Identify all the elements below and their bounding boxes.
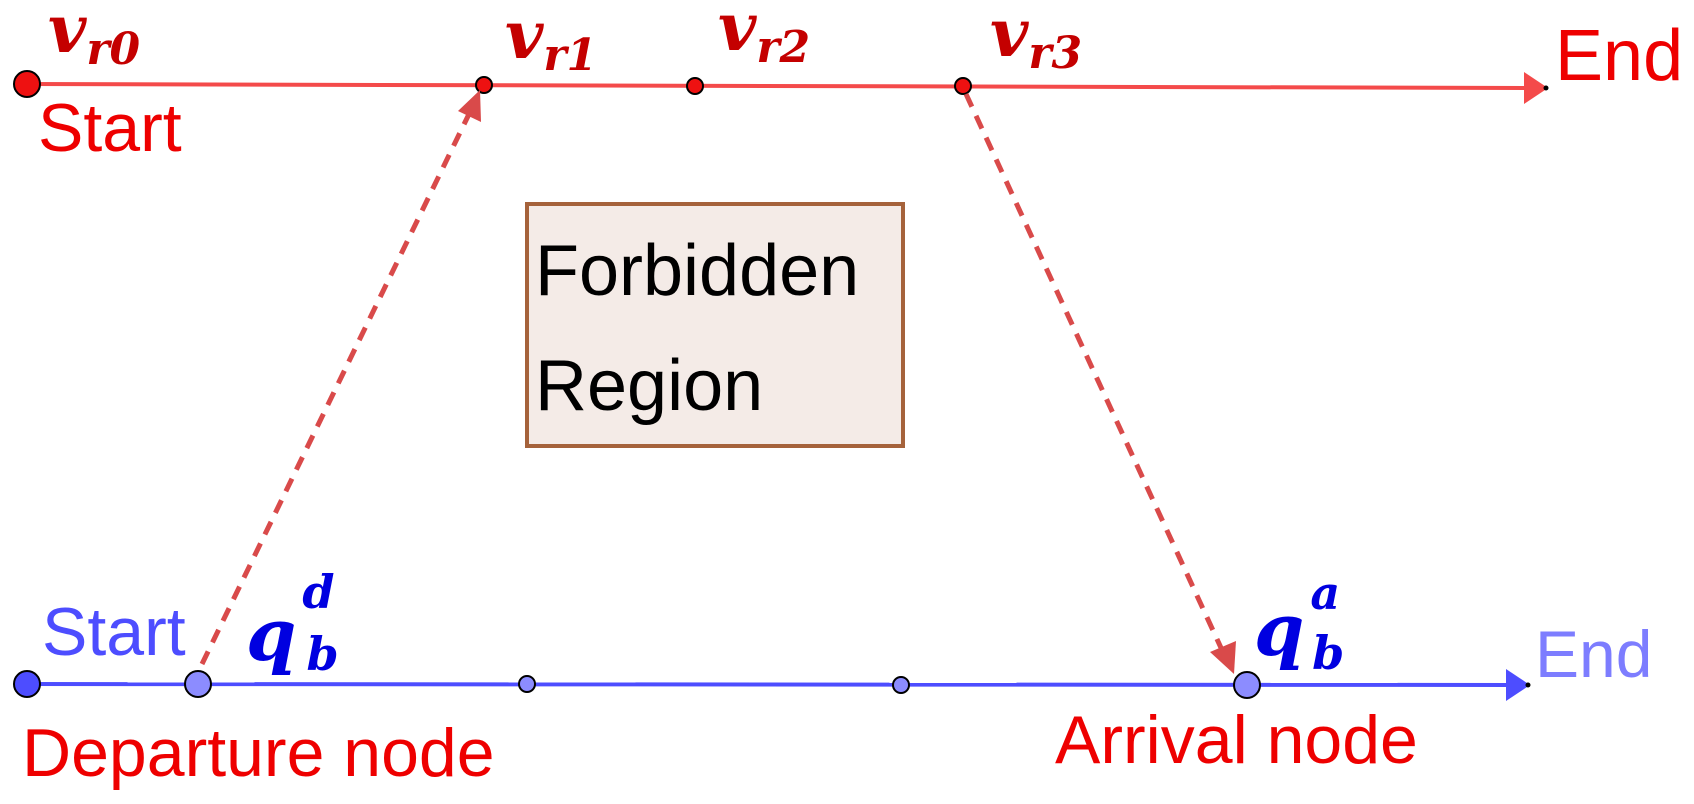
arrival-caption: Arrival node bbox=[1055, 702, 1418, 778]
forbidden-region-line1: Forbidden bbox=[535, 231, 859, 311]
departure-node[interactable] bbox=[184, 670, 212, 698]
bottom-end-label: End bbox=[1535, 617, 1652, 691]
departure-to-vr1-arrowhead bbox=[458, 90, 481, 122]
label-vr2: vr2 bbox=[718, 0, 810, 73]
label-vr0: vr0 bbox=[48, 0, 141, 75]
transfer-arrows bbox=[199, 90, 1236, 674]
bottom-mid-node-1[interactable] bbox=[518, 675, 536, 693]
node-vr3[interactable] bbox=[954, 77, 972, 95]
forbidden-region: Forbidden Region bbox=[525, 202, 905, 448]
bottom-timeline-arrowhead bbox=[1506, 669, 1530, 701]
top-end-dot bbox=[1543, 85, 1549, 91]
arrival-node[interactable] bbox=[1233, 671, 1261, 699]
node-vr2[interactable] bbox=[686, 77, 704, 95]
label-vr3: vr3 bbox=[990, 0, 1082, 79]
vr3-to-arrival-arrow bbox=[963, 92, 1225, 652]
bottom-mid-node-2[interactable] bbox=[892, 676, 910, 694]
label-vr1: vr1 bbox=[505, 0, 597, 81]
bottom-end-dot bbox=[1525, 682, 1531, 688]
departure-caption: Departure node bbox=[22, 715, 495, 791]
departure-to-vr1-arrow bbox=[199, 110, 473, 666]
top-timeline-axis bbox=[26, 82, 1529, 90]
node-vr0[interactable] bbox=[13, 70, 41, 98]
forbidden-region-box bbox=[525, 202, 905, 448]
bottom-start-node[interactable] bbox=[13, 670, 41, 698]
node-vr1[interactable] bbox=[475, 76, 493, 94]
top-end-label: End bbox=[1555, 16, 1683, 96]
top-timeline-arrowhead bbox=[1524, 72, 1548, 104]
bottom-timeline-axis bbox=[26, 682, 1511, 687]
top-start-label: Start bbox=[38, 90, 182, 166]
forbidden-region-line2: Region bbox=[535, 346, 763, 426]
vr3-to-arrival-arrowhead bbox=[1210, 641, 1236, 674]
top-timeline: Start End vr0 vr1 vr2 vr3 bbox=[13, 0, 1683, 166]
bottom-start-label: Start bbox=[42, 594, 186, 670]
